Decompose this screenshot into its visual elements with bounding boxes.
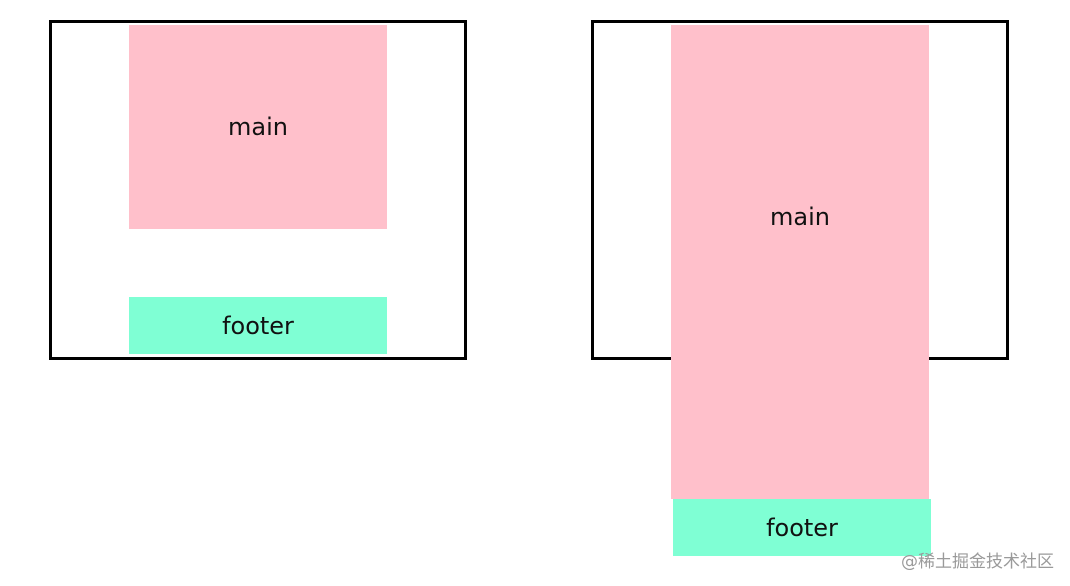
right-footer-label: footer: [766, 513, 838, 542]
left-main-block: main: [129, 25, 387, 229]
right-footer-block: footer: [673, 499, 931, 556]
right-main-block: main: [671, 25, 929, 499]
left-footer-label: footer: [222, 311, 294, 340]
left-viewport-frame: [49, 20, 467, 360]
watermark-text: @稀土掘金技术社区: [901, 552, 1054, 572]
left-footer-block: footer: [129, 297, 387, 354]
right-main-label: main: [770, 203, 830, 231]
left-main-label: main: [228, 113, 288, 141]
